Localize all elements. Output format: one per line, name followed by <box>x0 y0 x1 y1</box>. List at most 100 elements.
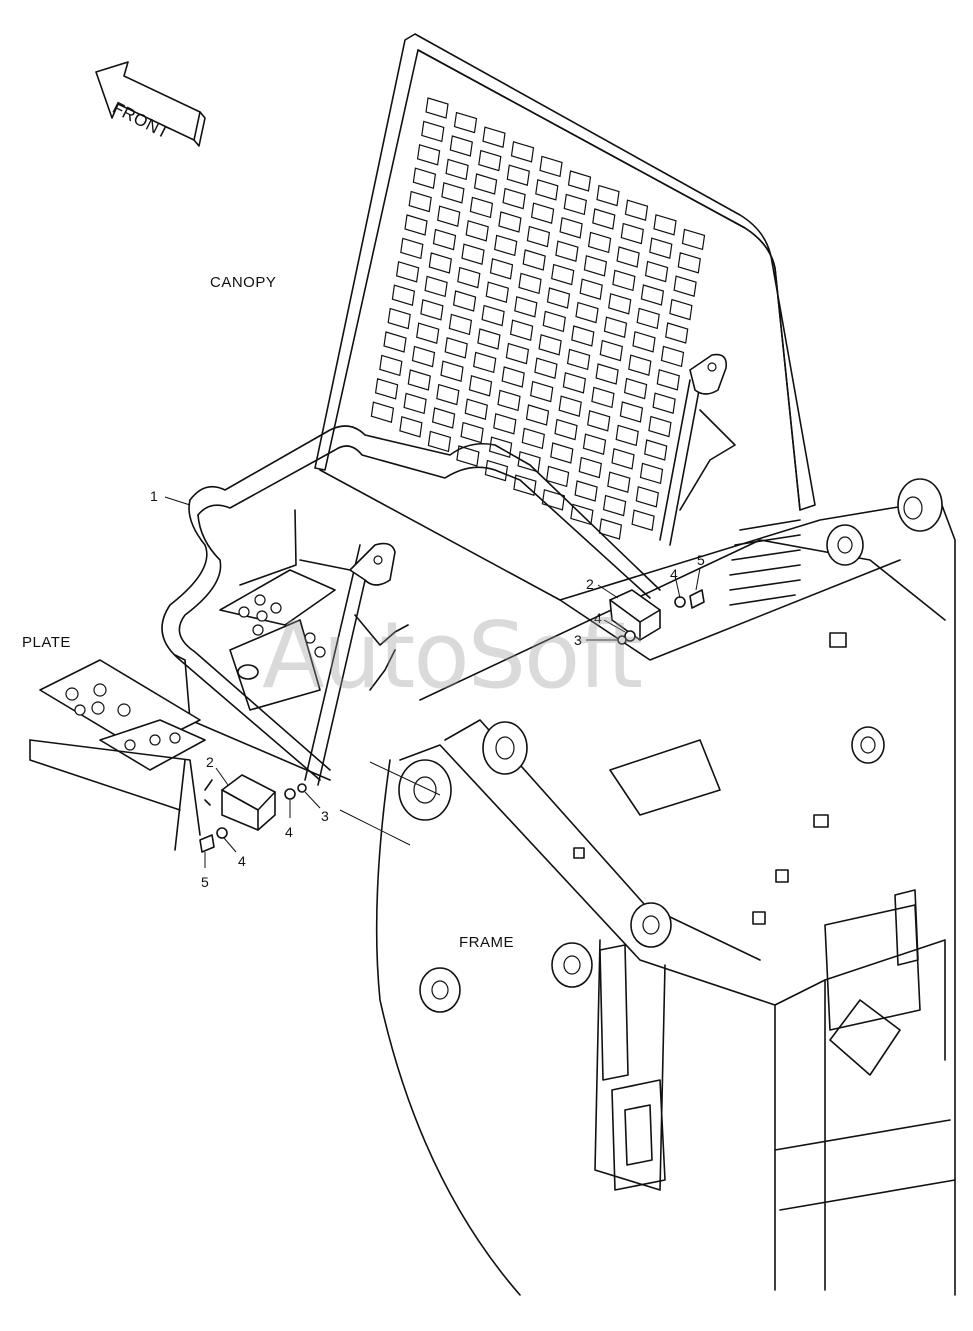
perforation-hole <box>440 360 464 382</box>
perforation-hole <box>644 439 668 461</box>
perforation-hole <box>631 509 655 531</box>
perforation-hole <box>656 369 680 391</box>
perforation-hole <box>420 299 444 321</box>
callout-2-right: 2 <box>586 576 594 592</box>
perforation-hole <box>578 456 602 479</box>
perforation-hole <box>579 278 603 300</box>
perforation-hole <box>452 290 477 312</box>
perforation-hole <box>583 255 608 277</box>
perforation-hole <box>425 97 449 119</box>
perforation-hole <box>521 427 545 450</box>
plate-label: PLATE <box>22 634 71 651</box>
perforation-hole <box>611 448 635 470</box>
perforation-hole <box>567 170 592 192</box>
callout-5-right: 5 <box>697 552 705 568</box>
perforation-hole <box>595 363 619 385</box>
perforation-hole <box>505 342 530 365</box>
perforation-hole <box>602 494 627 517</box>
front-arrow <box>95 61 206 147</box>
perforation-hole <box>639 462 664 485</box>
perforation-hole <box>510 141 535 163</box>
perforation-hole <box>563 193 587 216</box>
perforation-hole <box>387 307 411 330</box>
perforation-hole <box>575 301 599 324</box>
perforation-hole <box>432 228 457 251</box>
callout-4-right-top: 4 <box>670 566 678 582</box>
perforation-hole <box>436 383 460 406</box>
perforation-hole <box>489 258 514 280</box>
perforation-hole <box>619 401 644 423</box>
perforation-hole <box>497 389 521 412</box>
perforation-hole <box>517 451 541 473</box>
right-hardware-stack <box>609 589 705 645</box>
perforation-hole <box>412 167 437 189</box>
callout-5-left: 5 <box>201 874 209 890</box>
perforation-hole <box>374 378 399 400</box>
perforation-hole <box>509 319 534 341</box>
perforation-hole <box>493 413 517 435</box>
perforation-hole <box>530 380 554 403</box>
perforation-hole <box>428 252 452 274</box>
perforation-hole <box>400 237 424 260</box>
perforation-hole <box>653 214 677 236</box>
perforation-hole <box>681 228 706 251</box>
perforation-hole <box>478 149 502 172</box>
perforation-hole <box>441 182 465 204</box>
perforation-hole <box>542 310 566 333</box>
perforation-hole <box>469 196 494 219</box>
perforation-hole <box>574 480 598 502</box>
perforation-hole <box>535 179 559 201</box>
canopy-panel <box>314 33 816 540</box>
callout-4-right-mid: 4 <box>594 610 602 626</box>
perforation-hole <box>379 354 403 377</box>
perforation-hole <box>460 421 484 444</box>
canopy-label: CANOPY <box>210 274 277 291</box>
perforation-hole <box>416 144 441 166</box>
perforation-hole <box>632 331 656 353</box>
perforation-hole <box>421 120 445 143</box>
callout-3-left: 3 <box>321 808 329 824</box>
perforation-hole <box>550 442 574 464</box>
perforation-hole <box>408 190 432 213</box>
perforation-hole <box>481 304 505 327</box>
perforation-hole <box>612 269 636 292</box>
perforation-hole <box>546 287 571 309</box>
perforation-hole <box>587 410 611 432</box>
perforation-hole <box>498 211 522 233</box>
perforation-hole <box>465 220 489 242</box>
perforation-hole <box>445 158 469 181</box>
perforation-hole <box>541 489 566 511</box>
callout-2-left: 2 <box>206 754 214 770</box>
perforation-hole <box>555 240 579 262</box>
perforation-hole <box>616 246 640 268</box>
perforation-hole <box>431 407 456 429</box>
perforation-hole <box>456 445 480 467</box>
perforation-hole <box>494 234 518 257</box>
frame-label: FRAME <box>459 934 514 951</box>
callout-1: 1 <box>150 488 158 504</box>
perforation-hole <box>648 415 672 438</box>
left-plate <box>29 659 206 851</box>
floor-plate <box>219 509 351 711</box>
perforation-hole <box>562 372 587 394</box>
perforation-hole <box>603 316 628 338</box>
perforation-hole <box>640 284 665 306</box>
perforation-hole <box>635 486 659 508</box>
perforation-hole <box>673 275 697 297</box>
perforation-hole <box>571 325 595 347</box>
perforation-hole <box>411 345 436 368</box>
perforation-hole <box>427 430 452 453</box>
perforation-hole <box>615 424 639 447</box>
perforation-hole <box>628 354 652 376</box>
perforation-hole <box>449 135 473 157</box>
perforation-hole <box>608 293 632 315</box>
perforation-hole <box>488 436 513 458</box>
perforation-hole <box>391 284 416 306</box>
left-hardware-stack <box>199 774 307 853</box>
perforation-hole <box>598 518 623 540</box>
callout-4-left-washer: 4 <box>238 853 246 869</box>
perforation-hole <box>473 351 497 374</box>
perforation-hole <box>607 471 631 493</box>
perforation-hole <box>473 173 498 195</box>
